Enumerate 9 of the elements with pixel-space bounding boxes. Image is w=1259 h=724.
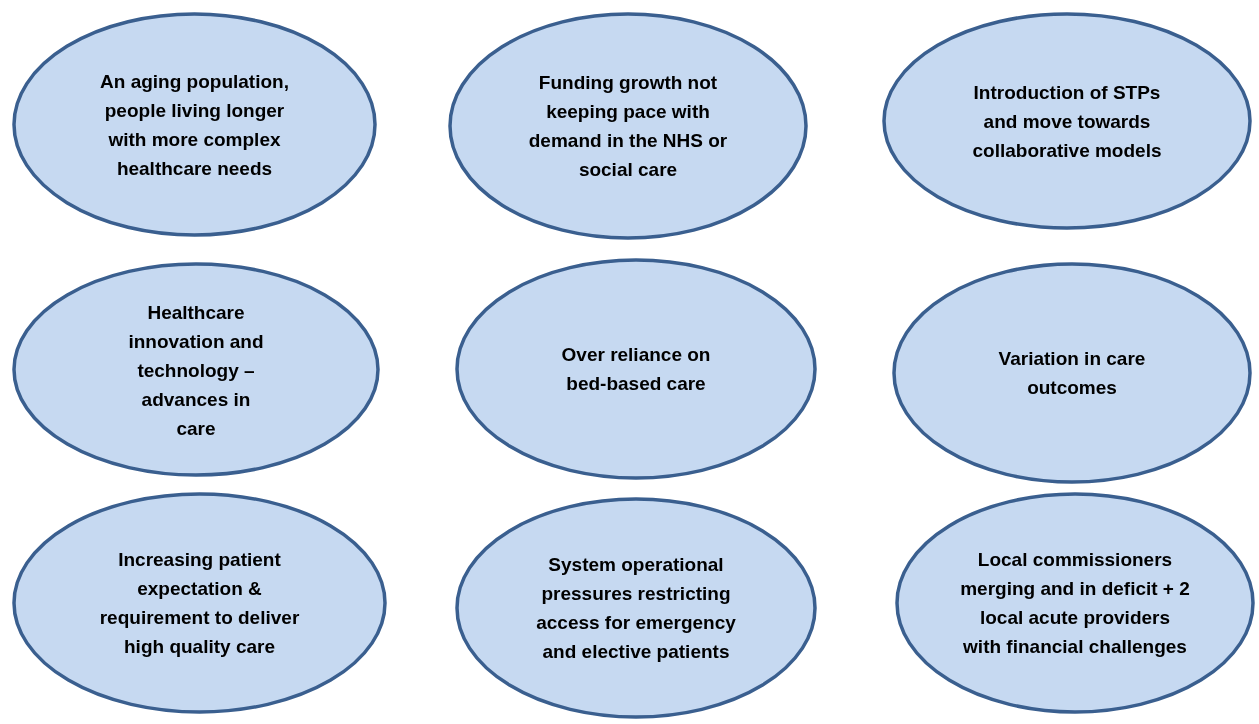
ellipse-label: System operational pressures restricting access for emergency and elective patients [535,553,737,664]
ellipse-label: An aging population, people living longer with more complex healthcare needs [99,69,290,181]
ellipse-label: Introduction of STPs and move towards collaborative models [971,80,1163,163]
ellipse-label: Increasing patient expectation & requirement to deliver high quality care [99,548,300,659]
ellipse-label: Variation in care outcomes [997,347,1147,400]
ellipse-label: Over reliance on bed-based care [560,343,712,396]
ellipse-label: Healthcare innovation and technology – advances in care [127,300,265,440]
ellipse-label: Funding growth not keeping pace with demand in the NHS or social care [527,71,729,182]
ellipse-label: Local commissioners merging and in deficit + 2 local acute providers with financial challenges [960,548,1190,659]
